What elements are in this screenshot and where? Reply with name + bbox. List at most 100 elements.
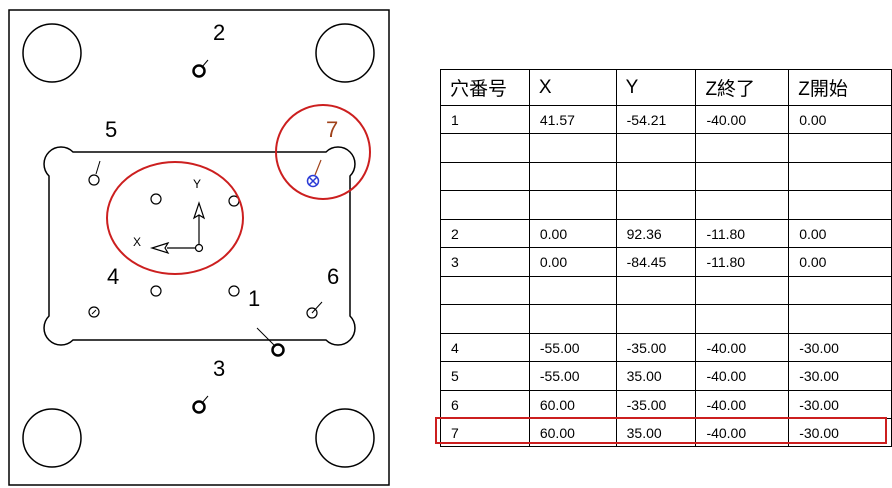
- table-row: [440, 276, 892, 305]
- table-cell: 0.00: [528, 247, 617, 277]
- table-cell: [528, 276, 617, 305]
- table-cell: [528, 304, 617, 334]
- table-cell: [440, 304, 530, 334]
- hole-4-leader: [91, 309, 97, 315]
- label-hole-6: 6: [327, 264, 339, 289]
- table-cell: 0.00: [788, 219, 892, 248]
- table-cell: [788, 304, 892, 334]
- table-cell: -11.80: [695, 219, 790, 248]
- table-cell: [615, 304, 697, 334]
- table-cell: 6: [440, 390, 530, 419]
- coordinate-axes: [149, 201, 206, 255]
- table-cell: -11.80: [695, 247, 790, 277]
- hole-7-cross-b: [308, 176, 318, 186]
- hole-1-leader: [256, 327, 275, 346]
- highlight-circle-origin: [106, 161, 244, 275]
- table-cell: [528, 133, 617, 163]
- highlight-circle-hole-7: [275, 104, 371, 200]
- table-row: [440, 133, 892, 163]
- table-cell: -40.00: [695, 418, 790, 447]
- table-cell: -84.45: [615, 247, 697, 277]
- label-hole-3: 3: [213, 356, 225, 381]
- table-cell: [528, 162, 617, 191]
- table-cell: [695, 133, 790, 163]
- table-row: [440, 304, 892, 334]
- table-cell: [440, 162, 530, 191]
- table-cell: 35.00: [615, 361, 697, 391]
- table-cell: 41.57: [528, 105, 617, 134]
- table-cell: 5: [440, 361, 530, 391]
- hole-7-leader: [314, 159, 322, 176]
- table-cell: [788, 190, 892, 220]
- table-cell: [440, 276, 530, 305]
- table-cell: 0.00: [788, 105, 892, 134]
- table-cell: -35.00: [615, 333, 697, 362]
- table-cell: [788, 276, 892, 305]
- hole-6: [306, 307, 318, 319]
- corner-hole-top-left: [22, 23, 82, 83]
- table-cell: -55.00: [528, 361, 617, 391]
- table-cell: -54.21: [615, 105, 697, 134]
- hole-5-leader: [95, 160, 101, 175]
- table-cell: 35.00: [615, 418, 697, 447]
- header-y: Y: [615, 69, 697, 106]
- label-hole-4: 4: [107, 264, 119, 289]
- table-cell: [528, 190, 617, 220]
- table-cell: -40.00: [695, 390, 790, 419]
- table-cell: [695, 190, 790, 220]
- pocket-outline: [43, 146, 356, 346]
- inner-hole-d: [228, 285, 240, 297]
- table-cell: -30.00: [788, 333, 892, 362]
- label-hole-5: 5: [105, 117, 117, 142]
- table-cell: 7: [440, 418, 530, 447]
- table-cell: 4: [440, 333, 530, 362]
- table-cell: -35.00: [615, 390, 697, 419]
- hole-5: [88, 174, 100, 186]
- hole-1: [271, 343, 285, 357]
- table-cell: -40.00: [695, 105, 790, 134]
- plate-drawing: Y X 2 5 7 4 6 1 3: [8, 9, 390, 486]
- label-hole-1: 1: [248, 286, 260, 311]
- table-cell: 0.00: [528, 219, 617, 248]
- table-cell: [695, 162, 790, 191]
- table-cell: 60.00: [528, 418, 617, 447]
- table-cell: -30.00: [788, 390, 892, 419]
- table-cell: [615, 190, 697, 220]
- axis-y-label: Y: [193, 177, 201, 191]
- table-cell: [440, 190, 530, 220]
- table-cell: [615, 133, 697, 163]
- corner-hole-bottom-right: [315, 408, 375, 468]
- header-z-end: Z終了: [695, 69, 790, 106]
- table-cell: -30.00: [788, 418, 892, 447]
- table-row: [440, 162, 892, 191]
- label-hole-7: 7: [326, 117, 338, 142]
- plate-outline: [8, 9, 390, 486]
- table-cell: [615, 276, 697, 305]
- table-cell: 0.00: [788, 247, 892, 277]
- table-row: [440, 190, 892, 220]
- table-cell: [788, 133, 892, 163]
- table-cell: -55.00: [528, 333, 617, 362]
- inner-hole-c: [150, 285, 162, 297]
- inner-hole-a: [150, 193, 162, 205]
- hole-3-leader: [201, 395, 209, 404]
- hole-4: [88, 306, 100, 318]
- table-cell: 92.36: [615, 219, 697, 248]
- corner-hole-top-right: [315, 23, 375, 83]
- hole-2: [192, 64, 206, 78]
- header-hole-number: 穴番号: [440, 69, 530, 106]
- table-header-row: 穴番号 X Y Z終了 Z開始: [440, 69, 892, 106]
- table-cell: [615, 162, 697, 191]
- table-cell: [788, 162, 892, 191]
- table-cell: -40.00: [695, 333, 790, 362]
- axis-x-label: X: [133, 235, 141, 249]
- hole-6-leader: [311, 301, 323, 314]
- table-cell: 3: [440, 247, 530, 277]
- header-x: X: [528, 69, 617, 106]
